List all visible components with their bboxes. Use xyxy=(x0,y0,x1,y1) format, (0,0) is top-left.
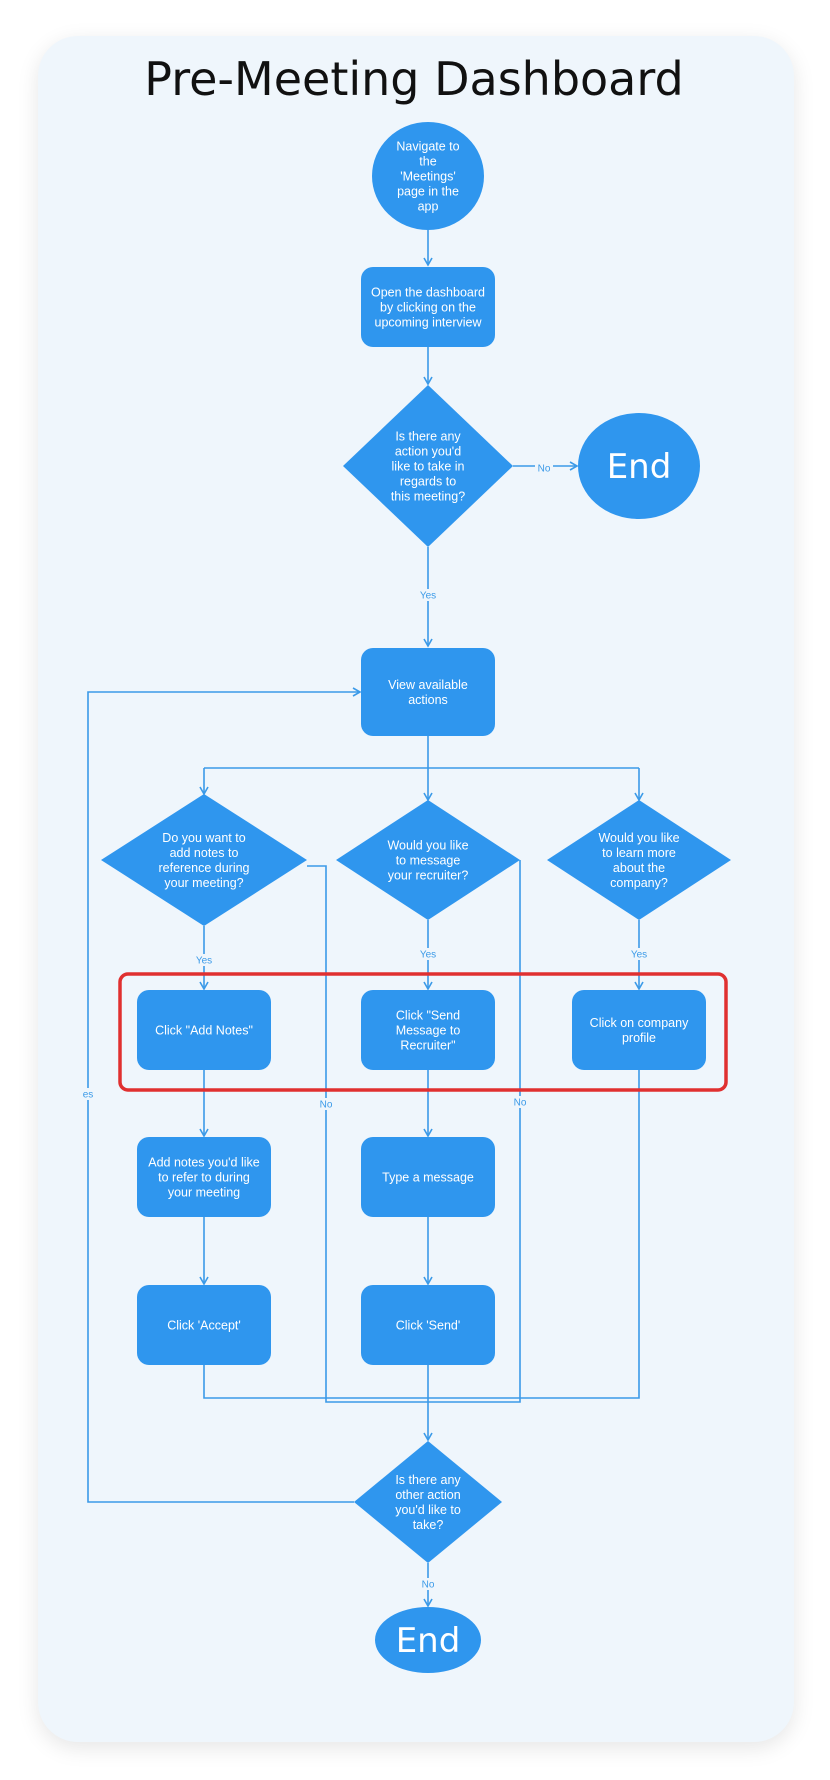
edge-msg-no xyxy=(428,860,521,1403)
node-addnotes: Click "Add Notes" xyxy=(137,990,271,1070)
edge-label-notes-no: No xyxy=(320,1100,333,1111)
node-accept-shape xyxy=(137,1285,271,1365)
edge-label-bg-q1-no xyxy=(535,462,553,474)
edge-label-bg-msg-yes xyxy=(416,948,440,960)
edge-accept-merge xyxy=(203,1365,428,1399)
edge-label-bg-q1-yes xyxy=(416,589,440,601)
node-accept-label: Click 'Accept' xyxy=(167,1318,241,1332)
node-send-shape xyxy=(361,1285,495,1365)
node-send: Click 'Send' xyxy=(361,1285,495,1365)
node-qnotes-shape xyxy=(101,794,307,926)
edge-label-comp-yes: Yes xyxy=(631,950,647,961)
edge-label-bg-q2-no xyxy=(419,1578,437,1590)
node-open-shape xyxy=(361,267,495,347)
node-type-shape xyxy=(361,1137,495,1217)
node-end1: End xyxy=(578,413,700,519)
node-navigate-shape xyxy=(372,122,484,230)
highlight-box xyxy=(118,972,728,1092)
node-profile-shape xyxy=(572,990,706,1070)
node-send-label: Click 'Send' xyxy=(396,1318,461,1332)
edge-label-bg-notes-yes xyxy=(192,954,216,966)
edge-notes-no xyxy=(307,865,428,1403)
node-writenotes-shape xyxy=(137,1137,271,1217)
node-accept: Click 'Accept' xyxy=(137,1285,271,1365)
node-end1-label: End xyxy=(607,447,672,487)
node-end2-shape xyxy=(375,1607,481,1673)
edge-label-bg-loop-yes xyxy=(79,1088,97,1100)
page-title: Pre-Meeting Dashboard xyxy=(144,52,683,106)
node-view-shape xyxy=(361,648,495,736)
node-qcomp-shape xyxy=(547,800,731,920)
edge-label-q1-yes: Yes xyxy=(420,591,436,602)
edge-label-loop-yes: es xyxy=(83,1090,94,1101)
edge-profile-merge xyxy=(428,1070,640,1399)
edges xyxy=(87,230,644,1608)
node-qmsg-shape xyxy=(336,800,520,920)
node-type-label: Type a message xyxy=(382,1170,474,1184)
node-q2-shape xyxy=(354,1441,502,1563)
edge-label-q2-no: No xyxy=(422,1580,435,1591)
node-addnotes-shape xyxy=(137,990,271,1070)
node-type: Type a message xyxy=(361,1137,495,1217)
node-sendmsg-shape xyxy=(361,990,495,1070)
node-end2-label: End xyxy=(396,1621,461,1661)
edge-label-msg-yes: Yes xyxy=(420,950,436,961)
node-q1-shape xyxy=(343,385,513,547)
edge-label-bg-comp-yes xyxy=(627,948,651,960)
node-end1-shape xyxy=(578,413,700,519)
edge-label-bg-msg-no xyxy=(511,1096,529,1108)
edge-label-msg-no: No xyxy=(514,1098,527,1109)
node-addnotes-label: Click "Add Notes" xyxy=(155,1023,253,1037)
edge-label-notes-yes: Yes xyxy=(196,956,212,967)
node-end2: End xyxy=(375,1607,481,1673)
edge-label-bg-notes-no xyxy=(317,1098,335,1110)
edge-label-q1-no: No xyxy=(538,464,551,475)
